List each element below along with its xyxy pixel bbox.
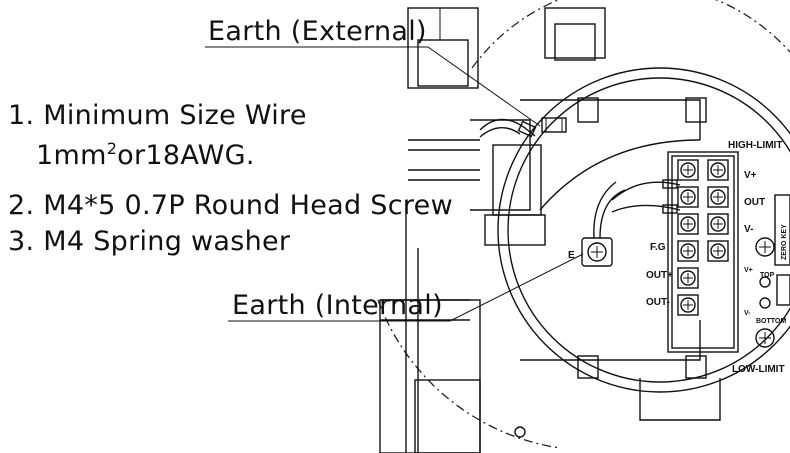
label-out-plus: OUT+ xyxy=(646,270,673,281)
earth-internal-screw xyxy=(581,237,613,267)
terminal-screw-frame xyxy=(677,159,699,181)
terminal-screw xyxy=(680,243,696,259)
label-bottom: BOTTOM xyxy=(756,318,786,325)
terminal-screw xyxy=(680,270,696,286)
label-v-minus: V- xyxy=(744,224,753,235)
terminal-screw xyxy=(680,297,696,313)
terminal-screw xyxy=(680,216,696,232)
label-zero-key: ZERO KEY xyxy=(781,224,788,260)
terminal-block-body xyxy=(667,151,739,353)
terminal-screw xyxy=(710,216,726,232)
terminal-block-inner xyxy=(671,155,735,349)
note-item-1: 1. Minimum Size Wire xyxy=(8,100,307,131)
note-unit: 1mm xyxy=(36,140,107,171)
note-item-3: 3. M4 Spring washer xyxy=(8,226,291,257)
wires xyxy=(479,118,701,239)
note-superscript: 2 xyxy=(107,139,117,158)
terminal-screw-frame xyxy=(677,267,699,289)
terminal-screw-frame xyxy=(707,186,729,208)
earth-external-screw xyxy=(541,117,567,133)
label-out-minus: OUT- xyxy=(646,297,670,308)
terminal-screw-frame xyxy=(677,294,699,316)
label-v-minus-small: V- xyxy=(744,310,751,317)
label-v-plus: V+ xyxy=(744,170,757,181)
transmitter-housing xyxy=(379,7,606,453)
note-awg: or18AWG. xyxy=(117,140,255,171)
earth-internal-label: Earth (Internal) xyxy=(232,290,443,321)
terminal-screw xyxy=(710,243,726,259)
terminal-screw xyxy=(680,162,696,178)
label-top: TOP xyxy=(760,272,775,279)
label-high-limit: HIGH-LIMIT xyxy=(728,140,782,151)
terminal-cover xyxy=(497,67,790,421)
callout-lines xyxy=(205,46,584,322)
terminal-screw xyxy=(710,189,726,205)
adjustment-panel xyxy=(755,194,790,348)
terminal-screw xyxy=(710,162,726,178)
detail-circle xyxy=(377,0,790,449)
terminal-screw-frame xyxy=(707,159,729,181)
terminal-screw-frame xyxy=(677,213,699,235)
note-item-1-cont: 1mm2or18AWG. xyxy=(36,139,255,171)
label-out: OUT xyxy=(744,197,765,208)
label-earth-e: E xyxy=(568,250,575,261)
earth-external-label: Earth (External) xyxy=(208,16,427,47)
terminal-screw-frame xyxy=(677,186,699,208)
terminal-block xyxy=(667,151,739,353)
label-v-plus-small: V+ xyxy=(744,267,753,274)
label-low-limit: LOW-LIMIT xyxy=(732,364,785,375)
note-item-2: 2. M4*5 0.7P Round Head Screw xyxy=(8,190,453,221)
label-fg: F.G xyxy=(650,242,666,253)
terminal-screw-frame xyxy=(707,213,729,235)
terminal-screw-frame xyxy=(677,240,699,262)
terminal-screw-frame xyxy=(707,240,729,262)
terminal-screw xyxy=(680,189,696,205)
